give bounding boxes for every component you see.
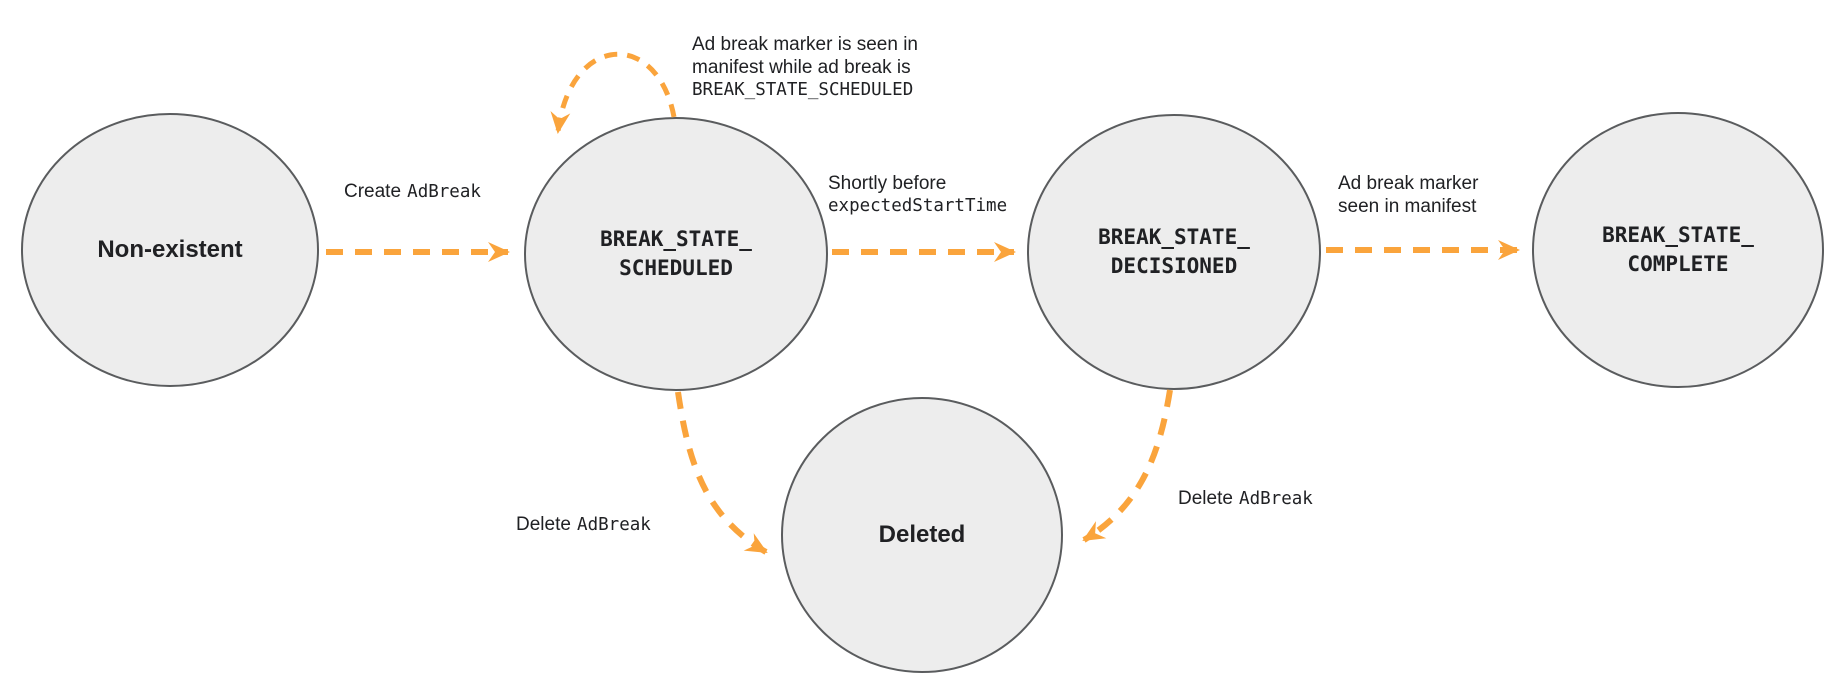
state-circle-deleted xyxy=(781,397,1063,673)
arrow-delete-from-scheduled xyxy=(675,391,768,555)
label-code-text: AdBreak xyxy=(577,515,651,535)
state-label-scheduled: BREAK_STATE_ SCHEDULED xyxy=(600,225,752,283)
state-label-line1: BREAK_STATE_ xyxy=(1602,223,1754,247)
state-label-line1: BREAK_STATE_ xyxy=(600,227,752,251)
transition-label-marker-seen: Ad break marker seen in manifest xyxy=(1338,172,1478,218)
state-label-non-existent: Non-existent xyxy=(97,236,242,264)
state-label-text: Non-existent xyxy=(97,236,243,263)
state-circle-complete xyxy=(1532,112,1824,388)
label-code-text: AdBreak xyxy=(407,182,481,202)
state-label-line2: DECISIONED xyxy=(1110,254,1238,278)
label-line1: Ad break marker xyxy=(1338,173,1479,194)
state-circle-non-existent xyxy=(21,113,319,387)
transition-label-shortly-before: Shortly before expectedStartTime xyxy=(828,172,1007,218)
label-line2: manifest while ad break is xyxy=(692,57,911,78)
state-circle-decisioned xyxy=(1027,114,1321,390)
state-label-complete: BREAK_STATE_ COMPLETE xyxy=(1602,221,1754,279)
label-code-text: AdBreak xyxy=(1239,489,1313,509)
label-code-line: BREAK_STATE_SCHEDULED xyxy=(692,80,914,100)
state-label-line1: BREAK_STATE_ xyxy=(1098,225,1250,249)
arrow-self-loop-scheduled xyxy=(550,51,677,134)
state-label-decisioned: BREAK_STATE_ DECISIONED xyxy=(1098,223,1250,281)
state-label-line2: COMPLETE xyxy=(1627,252,1729,276)
state-label-text: Deleted xyxy=(878,521,966,548)
transition-label-self-loop: Ad break marker is seen in manifest whil… xyxy=(692,33,918,102)
state-label-deleted: Deleted xyxy=(879,521,966,549)
arrow-delete-from-decisioned xyxy=(1082,389,1173,543)
state-circle-scheduled xyxy=(524,117,828,391)
label-plain-text: Shortly before xyxy=(828,173,947,194)
label-line1: Ad break marker is seen in xyxy=(692,34,918,55)
transition-label-delete-left: Delete AdBreak xyxy=(516,513,651,537)
label-code-line: expectedStartTime xyxy=(828,196,1008,216)
label-line2: seen in manifest xyxy=(1338,196,1477,217)
label-plain-text: Delete xyxy=(1178,488,1233,509)
label-plain-text: Delete xyxy=(516,514,571,535)
label-plain-text: Create xyxy=(344,181,402,202)
state-label-line2: SCHEDULED xyxy=(619,256,733,280)
transition-label-delete-right: Delete AdBreak xyxy=(1178,487,1313,511)
